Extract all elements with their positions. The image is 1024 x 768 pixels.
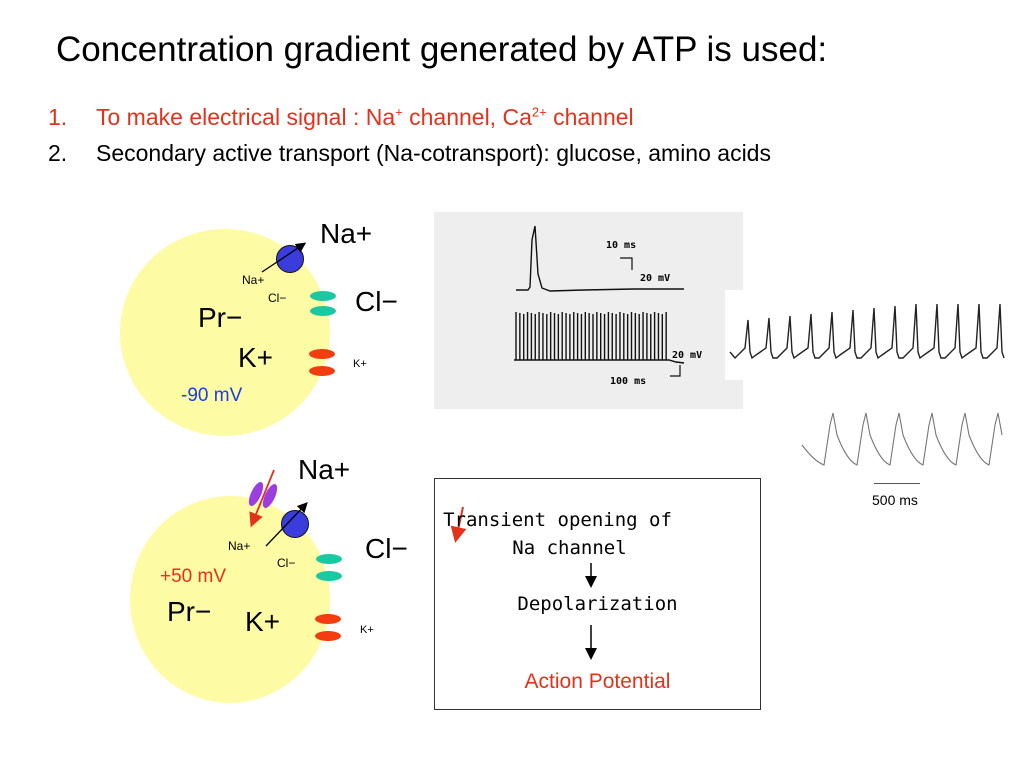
potassium-channel-icon — [309, 349, 335, 359]
chloride-label-small: Cl− — [268, 291, 287, 305]
potassium-label-small: K+ — [360, 624, 374, 636]
potassium-channel-icon — [309, 366, 335, 376]
potassium-label-small: K+ — [353, 358, 367, 370]
pacemaker-trace-image-2 — [800, 405, 1003, 483]
mechanism-flow-box: Transient opening of Na channel Depolari… — [434, 478, 761, 710]
pacemaker-trace-svg-2 — [801, 412, 1003, 466]
chloride-channel-icon — [310, 306, 336, 316]
scale-label: 500 ms — [872, 492, 918, 508]
chloride-channel-icon — [316, 571, 342, 581]
pacemaker-trace-svg-1 — [729, 303, 1005, 360]
list-text: Secondary active transport (Na-cotranspo… — [96, 140, 771, 166]
flow-step-1-line-1: Transient opening of — [443, 509, 672, 531]
list-number: 1. — [48, 104, 68, 130]
potassium-label-large: K+ — [238, 342, 274, 373]
membrane-voltage: +50 mV — [160, 566, 227, 587]
nerve-trace-panel: 10 ms 20 mV 20 mV 100 ms — [434, 212, 743, 409]
list-text: To make electrical signal : Na — [96, 104, 396, 130]
down-arrow-icon — [585, 563, 597, 588]
protein-label: Pr− — [167, 596, 212, 627]
list-item-1: 1. To make electrical signal : Na+ channe… — [48, 104, 634, 131]
list-text: channel, Ca — [402, 104, 532, 130]
chloride-channel-icon — [316, 554, 342, 564]
flow-step-3: Action Potential — [524, 670, 671, 693]
sodium-channel-icon — [248, 482, 278, 508]
scale-label: 20 mV — [672, 350, 703, 361]
chloride-label-large: Cl− — [365, 533, 408, 564]
flow-step-2: Depolarization — [517, 593, 678, 615]
nerve-trace-image — [514, 225, 685, 377]
potassium-channel-icon — [315, 631, 341, 641]
list-text: channel — [546, 104, 634, 130]
potassium-label-large: K+ — [245, 606, 281, 637]
pacemaker-trace-image-1 — [725, 290, 1020, 380]
chloride-label-small: Cl− — [277, 556, 296, 570]
protein-label: Pr− — [198, 302, 243, 333]
chloride-channel-icon — [310, 291, 336, 301]
list-item-2: 2. Secondary active transport (Na-cotrans… — [48, 140, 771, 167]
scale-bar — [874, 483, 920, 484]
flow-step-1-line-2: Na channel — [512, 537, 627, 559]
list-number: 2. — [48, 140, 68, 166]
sodium-label-small: Na+ — [228, 539, 251, 553]
down-arrow-icon — [585, 625, 597, 660]
scale-label: 10 ms — [606, 240, 637, 251]
sodium-label-large: Na+ — [320, 218, 373, 249]
sodium-label-large: Na+ — [298, 454, 351, 485]
superscript: + — [395, 104, 403, 120]
sodium-label-small: Na+ — [242, 273, 265, 287]
scale-label: 20 mV — [640, 273, 671, 284]
superscript: 2+ — [531, 104, 547, 120]
red-down-arrow-icon — [450, 506, 467, 543]
scale-label: 100 ms — [610, 376, 647, 387]
slide-title: Concentration gradient generated by ATP … — [56, 30, 828, 69]
membrane-voltage: -90 mV — [181, 385, 243, 406]
chloride-label-large: Cl− — [355, 286, 398, 317]
potassium-channel-icon — [315, 614, 341, 624]
